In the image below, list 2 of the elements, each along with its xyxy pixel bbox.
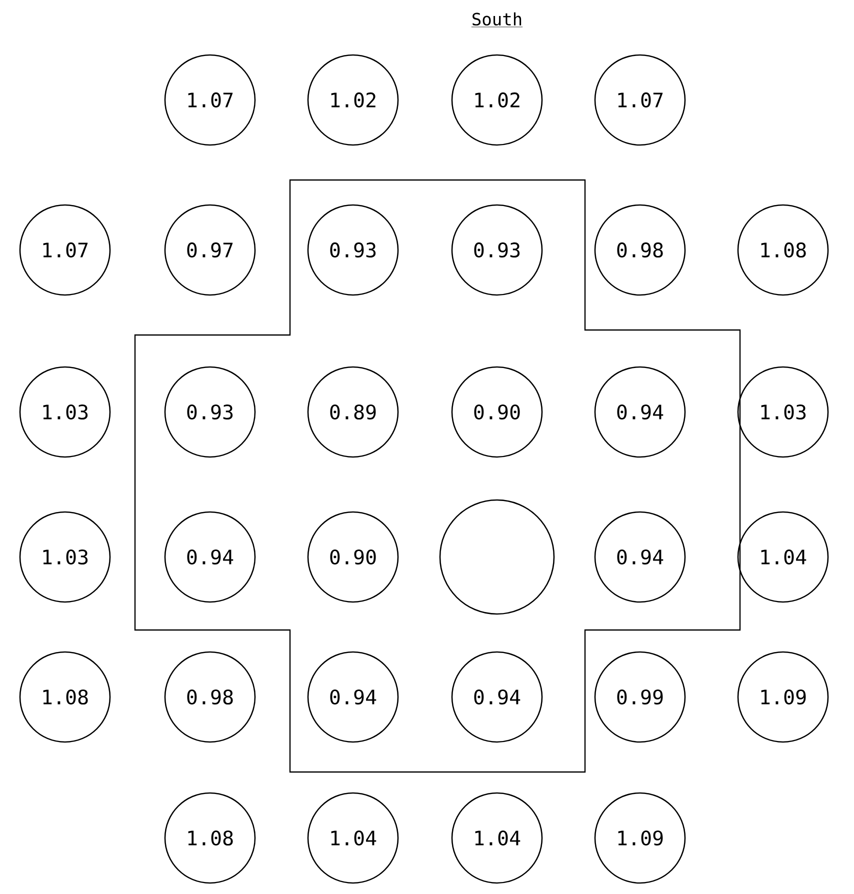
- empty-circle: [439, 499, 555, 615]
- title: South: [471, 12, 523, 28]
